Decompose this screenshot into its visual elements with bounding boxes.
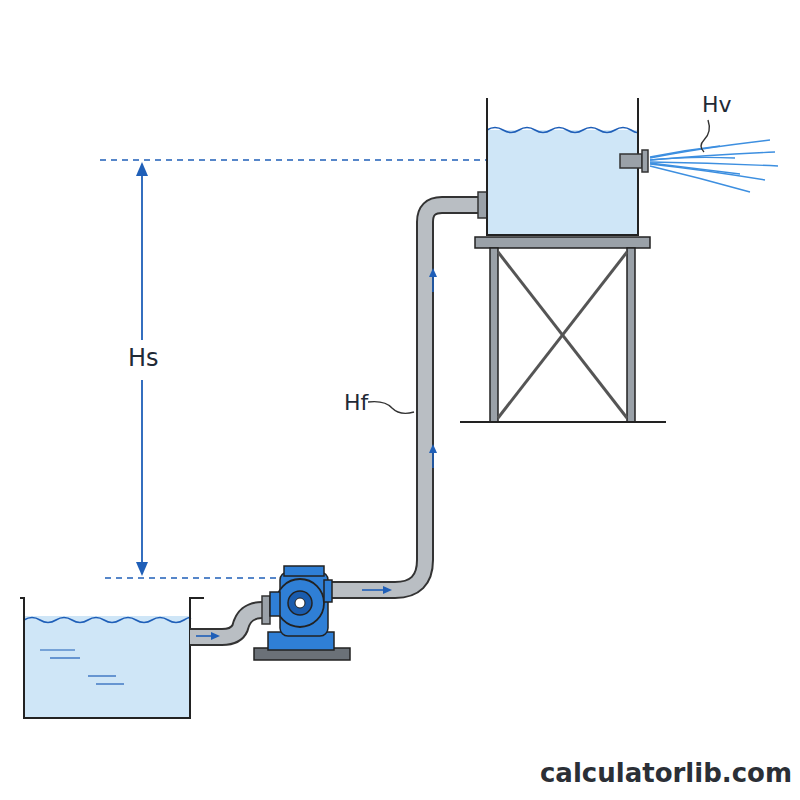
head-label: Hs [128, 346, 159, 370]
dimension-line [141, 168, 143, 340]
watermark: calculatorlib.com [540, 760, 792, 786]
leader-line [701, 120, 709, 152]
level-line [105, 577, 290, 579]
head-label: Hv [702, 94, 732, 116]
dimension-line [141, 380, 143, 570]
head-label: Hf [344, 392, 368, 414]
level-line [100, 159, 487, 161]
leader-line [368, 402, 414, 414]
